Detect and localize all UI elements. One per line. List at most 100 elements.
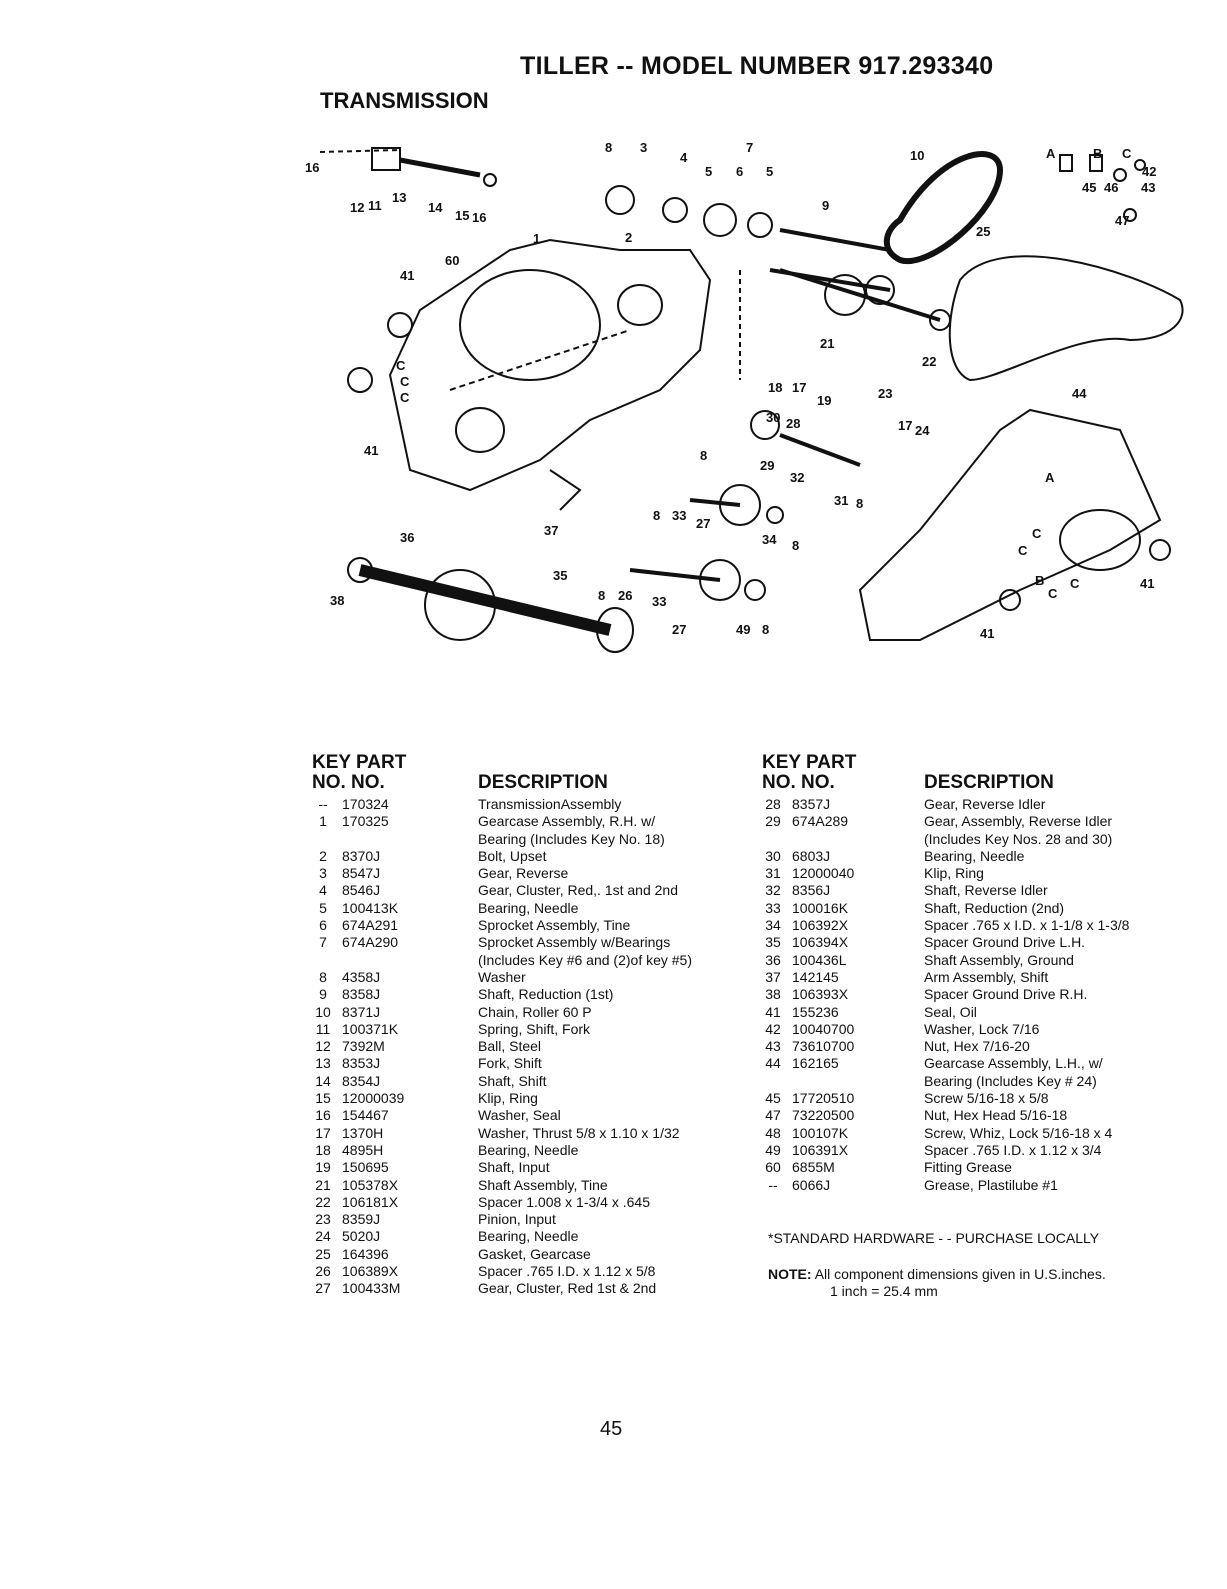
- key-no: 14: [315, 1072, 331, 1089]
- header-key-part: KEY PART: [312, 752, 407, 773]
- part-no: 106391X: [792, 1141, 849, 1158]
- svg-text:27: 27: [696, 516, 710, 531]
- description: Gear, Reverse: [478, 865, 569, 882]
- part-no: 8370J: [342, 847, 381, 864]
- key-no: 22: [315, 1193, 331, 1210]
- key-no: 15: [315, 1090, 331, 1107]
- part-no: 155236: [792, 1003, 839, 1020]
- part-no: 100107K: [792, 1124, 849, 1141]
- svg-text:30: 30: [766, 410, 780, 425]
- svg-text:4: 4: [680, 150, 688, 165]
- svg-text:44: 44: [1072, 386, 1087, 401]
- svg-text:C: C: [1032, 526, 1042, 541]
- svg-text:A: A: [1045, 470, 1055, 485]
- description: (Includes Key Nos. 28 and 30): [924, 830, 1113, 847]
- description: Washer, Seal: [478, 1107, 561, 1124]
- svg-text:A: A: [1046, 146, 1056, 161]
- svg-text:8: 8: [792, 538, 799, 553]
- svg-text:49: 49: [736, 622, 750, 637]
- key-no: 21: [315, 1176, 331, 1193]
- description: Spacer Ground Drive R.H.: [924, 986, 1088, 1003]
- svg-text:C: C: [1122, 146, 1132, 161]
- part-no: 142145: [792, 968, 839, 985]
- description: Shaft, Reverse Idler: [924, 882, 1048, 899]
- key-no: 42: [765, 1020, 781, 1037]
- part-no: 106393X: [792, 986, 849, 1003]
- part-no: 674A290: [342, 934, 399, 951]
- description: Screw, Whiz, Lock 5/16-18 x 4: [924, 1124, 1113, 1141]
- key-no: 16: [315, 1107, 331, 1124]
- svg-text:8: 8: [856, 496, 863, 511]
- svg-text:10: 10: [910, 148, 924, 163]
- svg-text:8: 8: [762, 622, 769, 637]
- svg-text:3: 3: [640, 140, 647, 155]
- section-title: TRANSMISSION: [320, 88, 489, 113]
- key-no: 18: [315, 1141, 331, 1158]
- key-no: 37: [765, 968, 781, 985]
- key-no: 17: [315, 1124, 331, 1141]
- parts-list-header: KEY PART NO. NO. DESCRIPTION: [312, 752, 772, 796]
- part-no: 4358J: [342, 968, 381, 985]
- key-no: 7: [319, 934, 327, 951]
- key-no: 11: [315, 1020, 331, 1037]
- svg-text:46: 46: [1104, 180, 1118, 195]
- description: Gearcase Assembly, L.H., w/: [924, 1055, 1103, 1072]
- description: Spacer Ground Drive L.H.: [924, 934, 1086, 951]
- svg-text:33: 33: [652, 594, 666, 609]
- part-no: 674A289: [792, 813, 849, 830]
- key-no: 5: [319, 899, 327, 916]
- key-no: 12: [315, 1038, 331, 1055]
- part-no: 164396: [342, 1245, 389, 1262]
- svg-text:60: 60: [445, 253, 459, 268]
- key-no: 25: [315, 1245, 331, 1262]
- part-no: 106389X: [342, 1263, 399, 1280]
- svg-text:41: 41: [400, 268, 414, 283]
- svg-text:17: 17: [898, 418, 912, 433]
- svg-text:31: 31: [834, 493, 848, 508]
- part-no: 17720510: [792, 1090, 855, 1107]
- svg-text:22: 22: [922, 354, 936, 369]
- part-no: 4895H: [342, 1141, 384, 1158]
- description: Chain, Roller 60 P: [478, 1003, 592, 1020]
- description: Sprocket Assembly, Tine: [478, 917, 631, 934]
- svg-text:47: 47: [1115, 213, 1129, 228]
- key-no: 48: [765, 1124, 781, 1141]
- description: Bolt, Upset: [478, 847, 547, 864]
- description: Pinion, Input: [478, 1211, 556, 1228]
- svg-text:8: 8: [653, 508, 660, 523]
- header-description: DESCRIPTION: [924, 772, 1054, 793]
- svg-text:32: 32: [790, 470, 804, 485]
- part-no: 6803J: [792, 847, 831, 864]
- part-no: 100413K: [342, 899, 399, 916]
- description: Sprocket Assembly w/Bearings: [478, 934, 671, 951]
- description: Spacer 1.008 x 1-3/4 x .645: [478, 1193, 650, 1210]
- key-no: 35: [765, 934, 781, 951]
- svg-text:23: 23: [878, 386, 892, 401]
- key-no: 4: [319, 882, 327, 899]
- key-no: 1: [319, 813, 327, 830]
- key-no: 19: [315, 1159, 331, 1176]
- svg-text:5: 5: [705, 164, 712, 179]
- header-no-no: NO. NO.: [312, 772, 385, 793]
- description: Gear, Assembly, Reverse Idler: [924, 813, 1113, 830]
- description: Washer, Thrust 5/8 x 1.10 x 1/32: [478, 1124, 680, 1141]
